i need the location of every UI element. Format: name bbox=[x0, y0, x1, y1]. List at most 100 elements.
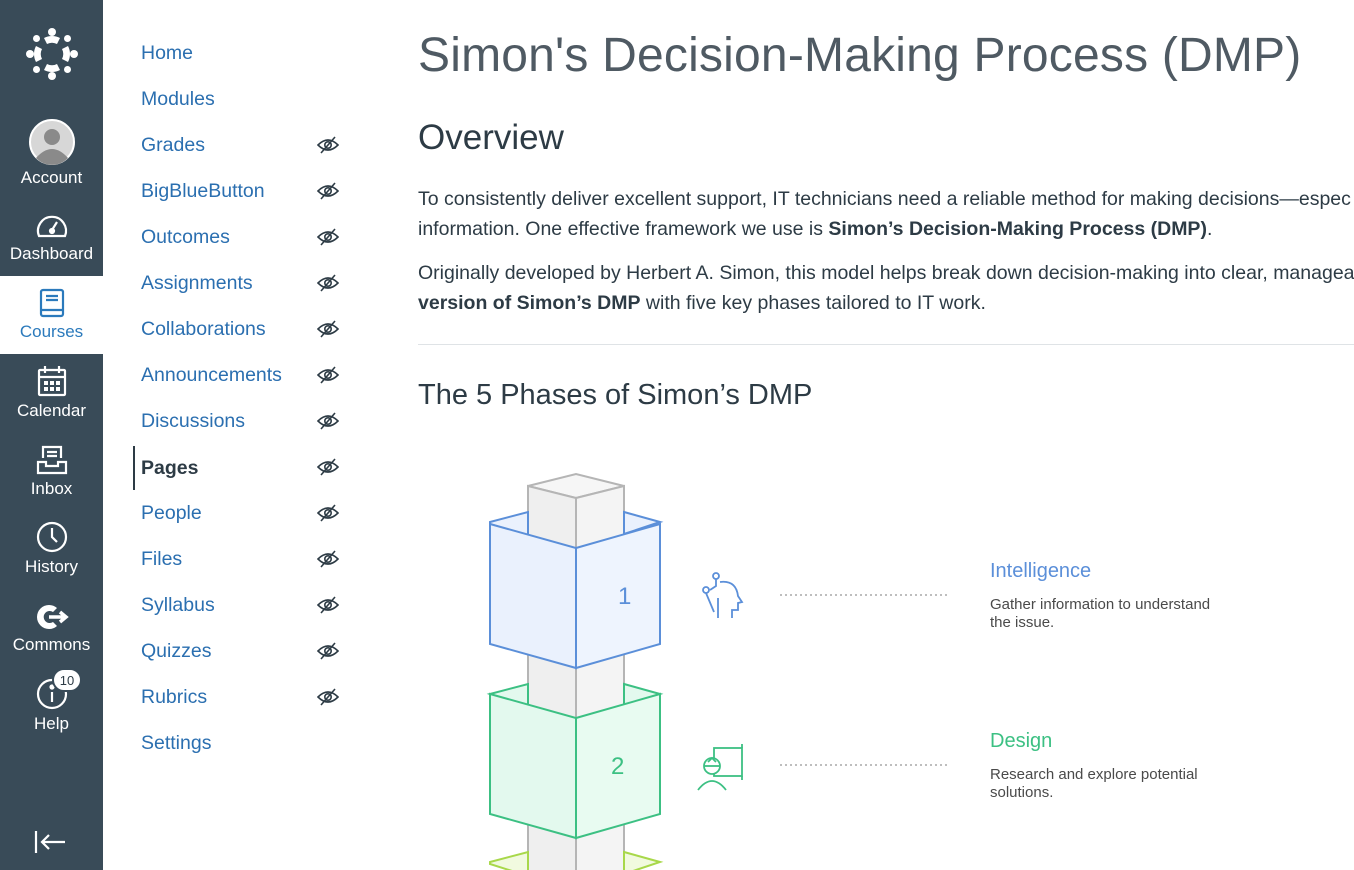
paragraph-line: information. One effective framework we … bbox=[418, 214, 1351, 244]
course-nav-syllabus[interactable]: Syllabus bbox=[133, 588, 348, 622]
course-nav-label: People bbox=[141, 501, 202, 524]
global-nav-label: Commons bbox=[12, 635, 91, 654]
course-nav-label: Grades bbox=[141, 133, 205, 156]
brain-idea-icon bbox=[702, 572, 744, 618]
course-nav-modules[interactable]: Modules bbox=[133, 82, 348, 116]
speedometer-icon bbox=[35, 206, 69, 240]
dmp-phases-diagram: 1 2 bbox=[486, 472, 950, 870]
paragraph-bold-text: Simon’s Decision-Making Process (DMP) bbox=[828, 218, 1207, 240]
course-nav-quizzes[interactable]: Quizzes bbox=[133, 634, 348, 668]
hidden-eye-icon bbox=[316, 273, 340, 293]
hidden-eye-icon bbox=[316, 457, 340, 477]
inbox-icon bbox=[36, 441, 68, 475]
book-icon bbox=[39, 284, 65, 318]
global-nav-calendar[interactable]: Calendar bbox=[0, 355, 103, 433]
phase-3-cube bbox=[489, 850, 664, 870]
hidden-eye-icon bbox=[316, 549, 340, 569]
global-nav-account[interactable]: Account bbox=[0, 110, 103, 188]
course-nav-announcements[interactable]: Announcements bbox=[133, 358, 348, 392]
course-nav-label: Rubrics bbox=[141, 685, 208, 708]
hidden-eye-icon bbox=[316, 181, 340, 201]
hidden-eye-icon bbox=[316, 365, 340, 385]
paragraph-line: Originally developed by Herbert A. Simon… bbox=[418, 262, 1354, 284]
calendar-icon bbox=[37, 363, 67, 397]
hidden-eye-icon bbox=[316, 319, 340, 339]
info-icon bbox=[36, 676, 68, 710]
clock-icon bbox=[36, 519, 68, 553]
course-nav-bigbluebutton[interactable]: BigBlueButton bbox=[133, 174, 348, 208]
help-badge: 10 bbox=[52, 668, 82, 692]
page-title: Simon's Decision-Making Process (DMP) bbox=[418, 29, 1302, 82]
global-nav-label: Help bbox=[34, 714, 69, 733]
course-nav-grades[interactable]: Grades bbox=[133, 128, 348, 162]
phases-heading: The 5 Phases of Simon’s DMP bbox=[418, 379, 813, 411]
hidden-eye-icon bbox=[316, 503, 340, 523]
global-nav-inbox[interactable]: Inbox bbox=[0, 433, 103, 511]
course-nav-label: BigBlueButton bbox=[141, 179, 265, 202]
hidden-eye-icon bbox=[316, 135, 340, 155]
canvas-logo[interactable] bbox=[0, 0, 103, 108]
global-nav-label: Inbox bbox=[30, 479, 73, 498]
phase-1-cube bbox=[489, 510, 664, 670]
course-nav-files[interactable]: Files bbox=[133, 542, 348, 576]
canvas-logo-icon bbox=[25, 28, 78, 80]
paragraph-text: with five key phases tailored to IT work… bbox=[640, 292, 986, 314]
section-divider bbox=[418, 344, 1354, 345]
course-nav-label: Announcements bbox=[141, 363, 282, 386]
collapse-arrow-icon bbox=[34, 831, 65, 853]
paragraph-bold-text: version of Simon’s DMP bbox=[418, 292, 641, 314]
paragraph-text: . bbox=[1206, 218, 1213, 240]
course-nav-collaborations[interactable]: Collaborations bbox=[133, 312, 348, 346]
course-nav-label: Pages bbox=[141, 456, 199, 479]
course-nav-people[interactable]: People bbox=[133, 496, 348, 530]
hidden-eye-icon bbox=[316, 411, 340, 431]
global-nav-history[interactable]: History bbox=[0, 511, 103, 589]
hidden-eye-icon bbox=[316, 227, 340, 247]
course-nav-label: Home bbox=[141, 41, 194, 64]
global-nav-label: Calendar bbox=[17, 401, 86, 420]
course-nav-label: Outcomes bbox=[141, 225, 230, 248]
course-nav-label: Discussions bbox=[141, 409, 246, 432]
hidden-eye-icon bbox=[316, 595, 340, 615]
global-nav-courses[interactable]: Courses bbox=[0, 276, 103, 354]
phase-2-number: 2 bbox=[611, 753, 624, 780]
course-nav-pages[interactable]: Pages bbox=[133, 446, 348, 490]
phase-2-cube bbox=[486, 682, 664, 840]
collapse-nav-button[interactable] bbox=[30, 826, 70, 858]
course-nav-discussions[interactable]: Discussions bbox=[133, 404, 348, 438]
overview-heading: Overview bbox=[418, 118, 564, 157]
course-nav-label: Assignments bbox=[141, 271, 253, 294]
overview-paragraph-1: To consistently deliver excellent suppor… bbox=[418, 184, 1351, 244]
global-nav-label: Dashboard bbox=[9, 244, 94, 263]
page-content: Simon's Decision-Making Process (DMP) Ov… bbox=[418, 0, 1354, 870]
course-nav-label: Settings bbox=[141, 731, 212, 754]
phase-1-number: 1 bbox=[618, 583, 631, 610]
hidden-eye-icon bbox=[316, 687, 340, 707]
global-nav-help[interactable]: 10 Help bbox=[0, 668, 103, 746]
course-nav-settings[interactable]: Settings bbox=[133, 726, 348, 760]
paragraph-line: version of Simon’s DMP with five key pha… bbox=[418, 288, 1354, 318]
commons-icon bbox=[35, 597, 69, 631]
phase-2-title: Design bbox=[990, 730, 1053, 752]
global-nav-label: History bbox=[25, 557, 78, 576]
course-nav-assignments[interactable]: Assignments bbox=[133, 266, 348, 300]
course-nav-outcomes[interactable]: Outcomes bbox=[133, 220, 348, 254]
global-nav-dashboard[interactable]: Dashboard bbox=[0, 198, 103, 276]
phase-1-description: Gather information to understand the iss… bbox=[990, 596, 1211, 631]
phase-1-title: Intelligence bbox=[990, 560, 1092, 582]
course-navigation: Home Modules Grades BigBlueButton Outcom… bbox=[103, 0, 363, 870]
course-nav-rubrics[interactable]: Rubrics bbox=[133, 680, 348, 714]
phase-2-description: Research and explore potential solutions… bbox=[990, 766, 1198, 801]
paragraph-line: To consistently deliver excellent suppor… bbox=[418, 188, 1351, 210]
global-nav-label: Courses bbox=[19, 322, 84, 341]
course-nav-label: Quizzes bbox=[141, 639, 212, 662]
global-nav-commons[interactable]: Commons bbox=[0, 589, 103, 667]
course-nav-home[interactable]: Home bbox=[133, 36, 348, 70]
course-nav-label: Collaborations bbox=[141, 317, 266, 340]
avatar-icon bbox=[28, 114, 76, 166]
global-nav-label: Account bbox=[20, 168, 83, 187]
paragraph-text: information. One effective framework we … bbox=[418, 218, 829, 240]
global-navigation: Account Dashboard Courses Calendar bbox=[0, 0, 103, 870]
course-nav-label: Syllabus bbox=[141, 593, 215, 616]
engineer-blueprint-icon bbox=[697, 744, 743, 791]
